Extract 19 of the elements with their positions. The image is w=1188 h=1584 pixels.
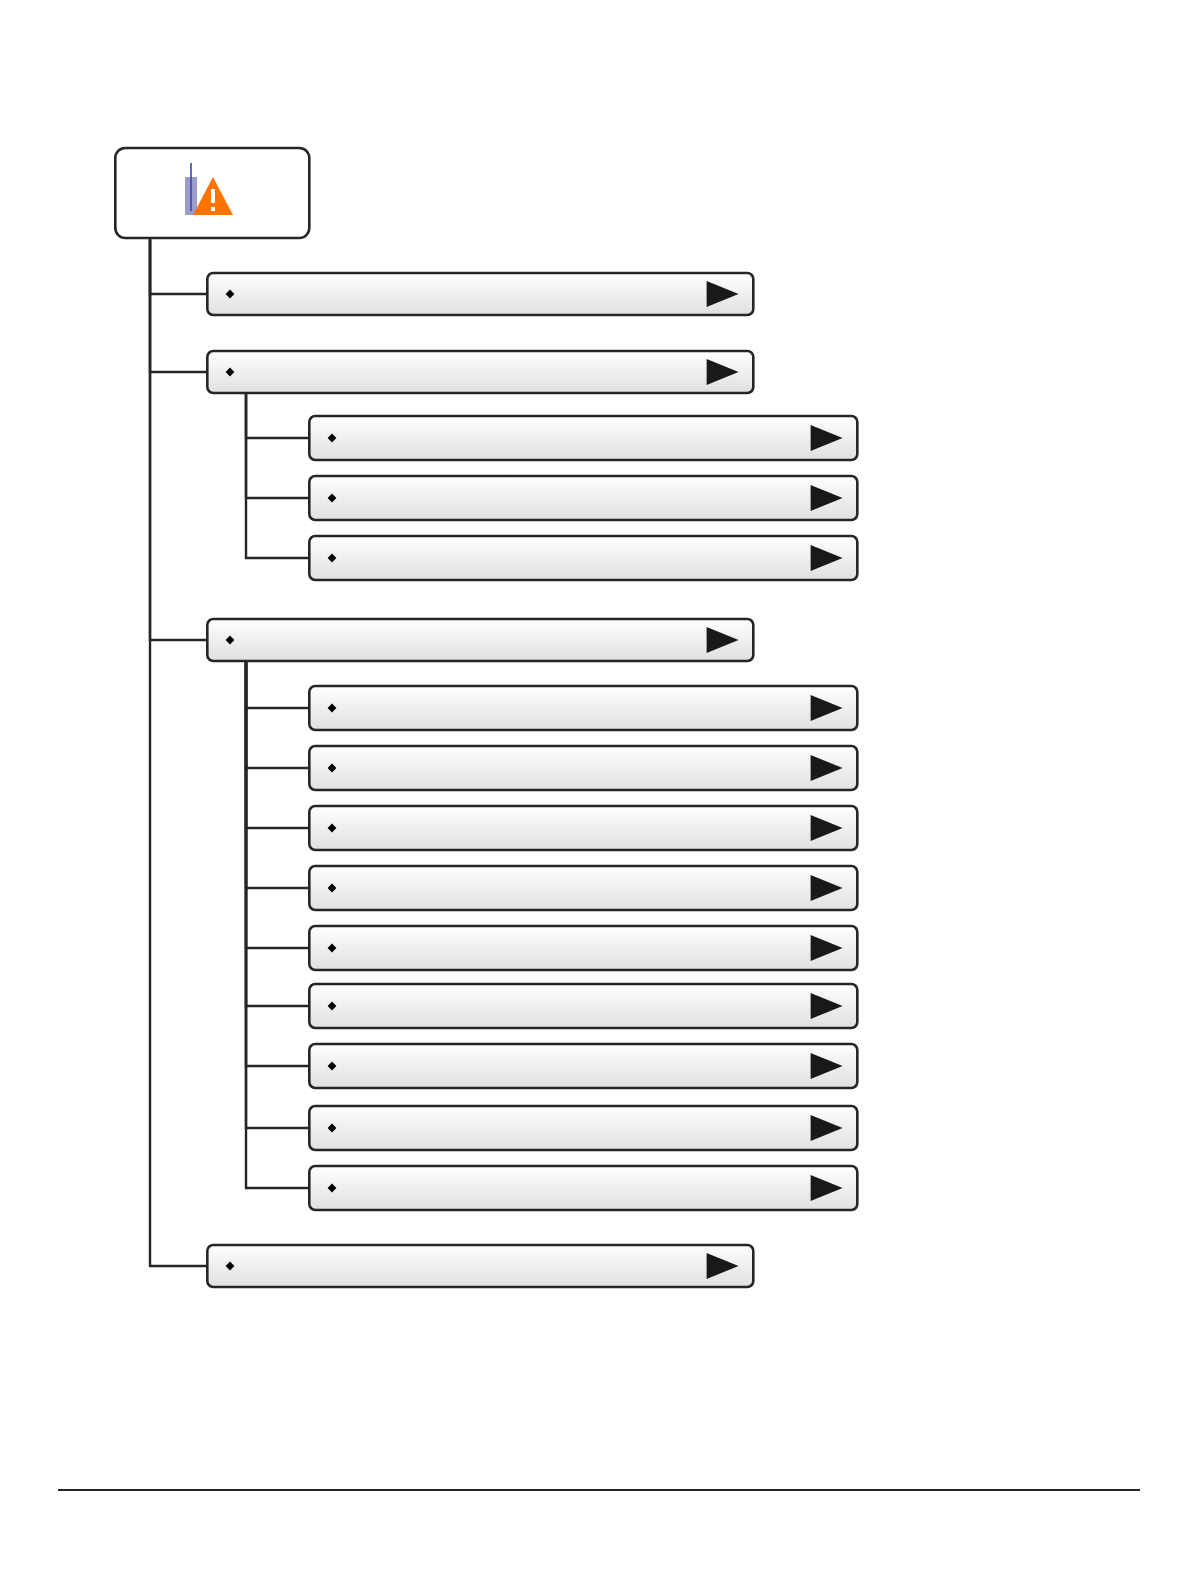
menu-bar: [206, 1243, 755, 1289]
connector-line: [148, 239, 206, 1268]
menu-bar: [308, 1164, 859, 1212]
menu-bar: [308, 1104, 859, 1152]
menu-bar: [308, 924, 859, 972]
root-box: [114, 146, 311, 240]
connector-line: [244, 394, 308, 560]
menu-bar: [206, 271, 755, 317]
menu-bar: [308, 414, 859, 462]
menu-bar: [308, 534, 859, 582]
menu-bar: [308, 474, 859, 522]
menu-bar: [308, 982, 859, 1030]
menu-bar: [308, 804, 859, 852]
menu-bar: [308, 1042, 859, 1090]
menu-bar: [206, 349, 755, 395]
menu-bar: [206, 617, 755, 663]
menu-bar: [308, 684, 859, 732]
menu-bar: [308, 864, 859, 912]
menu-bar: [308, 744, 859, 792]
